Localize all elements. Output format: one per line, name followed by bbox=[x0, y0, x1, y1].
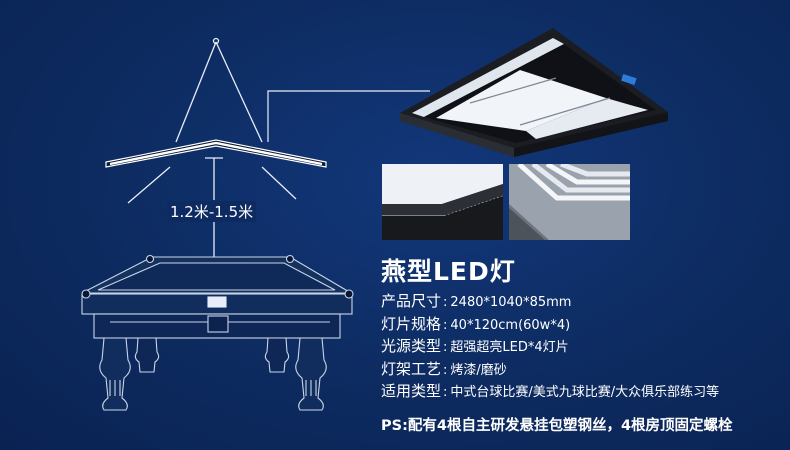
lamp-edge-icon bbox=[382, 164, 503, 240]
spec-label: 灯片规格 bbox=[381, 314, 442, 333]
spec-value: 40*120cm(60w*4) bbox=[450, 317, 571, 333]
spec-label: 适用类型 bbox=[381, 382, 442, 400]
spec-row: 光源类型:超强超亮LED*4灯片 bbox=[381, 335, 719, 358]
spec-separator: : bbox=[443, 340, 448, 355]
spec-row: 产品尺寸:2480*1040*85mm bbox=[381, 290, 719, 313]
spec-row: 灯架工艺:烤漆/磨砂 bbox=[381, 358, 719, 381]
connector-line bbox=[267, 90, 430, 142]
hanging-wire-left bbox=[175, 41, 217, 143]
light-ray-left bbox=[127, 166, 171, 204]
hanging-height-label: 1.2米-1.5米 bbox=[167, 201, 257, 222]
billiard-table-icon bbox=[81, 254, 354, 411]
spec-list: 产品尺寸:2480*1040*85mm 灯片规格:40*120cm(60w*4)… bbox=[381, 290, 719, 403]
hanging-hook bbox=[212, 37, 220, 45]
spec-value: 中式台球比赛/美式九球比赛/大众俱乐部练习等 bbox=[450, 385, 720, 400]
spec-separator: : bbox=[443, 385, 448, 400]
spec-row: 适用类型:中式台球比赛/美式九球比赛/大众俱乐部练习等 bbox=[381, 380, 719, 403]
spec-label: 产品尺寸 bbox=[381, 292, 442, 310]
led-lamp-product-icon bbox=[400, 28, 668, 157]
spec-separator: : bbox=[443, 295, 448, 310]
spec-separator: : bbox=[443, 317, 448, 333]
spec-value: 烤漆/磨砂 bbox=[450, 362, 507, 378]
spec-label: 光源类型 bbox=[381, 337, 442, 355]
light-ray-right bbox=[261, 166, 297, 200]
spec-value: 2480*1040*85mm bbox=[450, 295, 572, 310]
spec-row: 灯片规格:40*120cm(60w*4) bbox=[381, 313, 719, 336]
product-title: 燕型LED灯 bbox=[381, 257, 516, 286]
hanging-wire-right bbox=[215, 41, 263, 143]
spec-separator: : bbox=[443, 362, 448, 378]
installation-note: PS:配有4根自主研发悬挂包塑钢丝，4根房顶固定螺栓 bbox=[381, 418, 733, 434]
lamp-detail-photo-edge bbox=[382, 164, 503, 240]
spec-value: 超强超亮LED*4灯片 bbox=[450, 340, 569, 355]
spec-label: 灯架工艺 bbox=[381, 359, 442, 378]
lamp-profile bbox=[105, 139, 327, 168]
lamp-corner-icon bbox=[509, 164, 630, 240]
lamp-detail-photo-corner bbox=[509, 164, 630, 240]
